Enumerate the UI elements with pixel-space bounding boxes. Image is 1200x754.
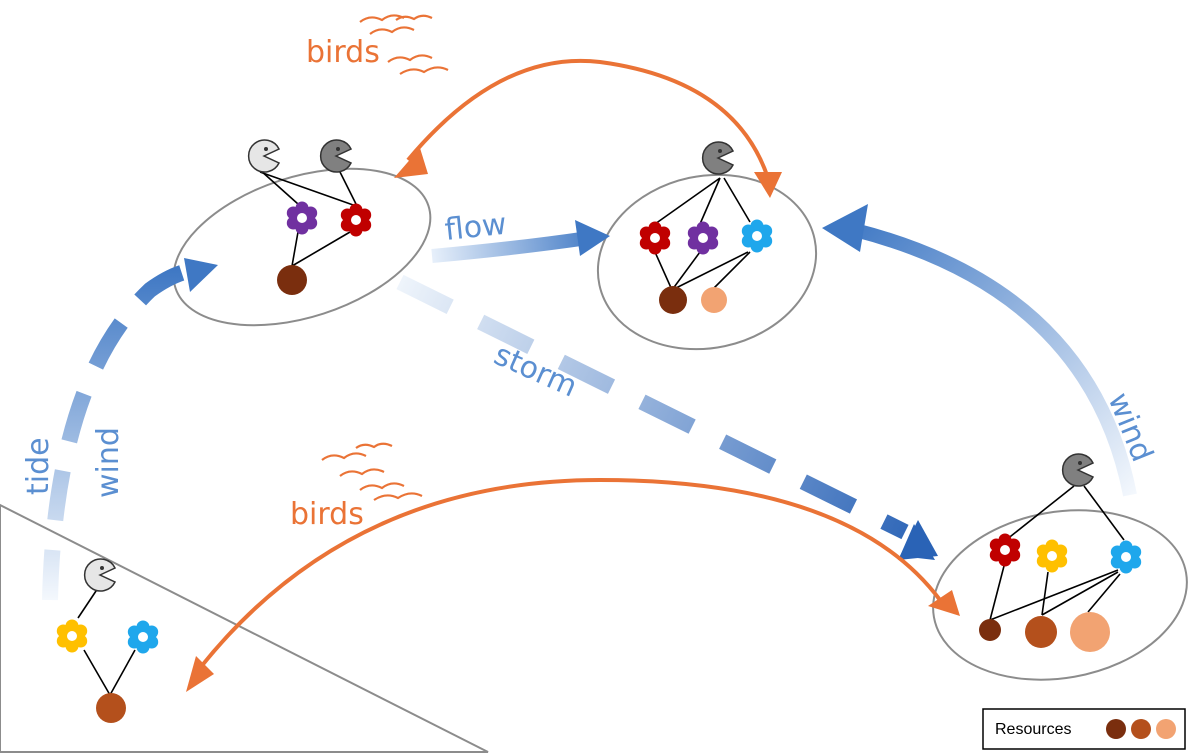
predator-dark-icon: [319, 139, 353, 173]
label-birds-bottom: birds: [290, 497, 364, 532]
food-web-links-island: [77, 587, 136, 696]
label-wind-left: wind: [91, 427, 126, 498]
habitat-patch-center: [596, 173, 818, 351]
wind-right-arrow: [822, 204, 1137, 497]
resource-circle-dark: [659, 286, 687, 314]
flower-blue-icon: [741, 219, 773, 253]
legend-resource-dark: [1106, 719, 1126, 739]
birds-bottom-arrow: [186, 477, 960, 692]
flower-blue-icon: [127, 620, 159, 654]
label-storm: storm: [489, 337, 583, 404]
resource-circle-light: [701, 287, 727, 313]
legend-resource-mid: [1131, 719, 1151, 739]
habitat-patch-left: [172, 167, 432, 327]
flower-yellow-icon: [1036, 539, 1068, 573]
birds-top-arrow: [394, 58, 782, 198]
food-web-links-left: [259, 169, 357, 267]
resource-circle-light: [1070, 612, 1110, 652]
food-web-links-right: [989, 485, 1125, 621]
legend-box: [982, 708, 1186, 750]
flower-red-icon: [639, 221, 671, 255]
predator-light-icon: [247, 139, 281, 173]
food-web-links-center: [654, 177, 751, 291]
resource-circle-mid: [96, 693, 126, 723]
flower-red-icon: [340, 203, 372, 237]
legend-title: Resources: [995, 721, 1071, 738]
flower-purple-icon: [286, 201, 318, 235]
label-birds-top: birds: [306, 35, 380, 70]
storm-arrow: [396, 274, 938, 560]
resource-circle-dark: [979, 619, 1001, 641]
birds-bottom-icon: [321, 442, 423, 501]
birds-top-icon: [359, 14, 449, 75]
habitat-patch-right: [932, 509, 1188, 681]
flower-yellow-icon: [56, 619, 88, 653]
flower-blue-icon: [1110, 540, 1142, 574]
flower-purple-icon: [687, 221, 719, 255]
predator-dark-icon: [701, 141, 735, 175]
legend: Resources: [982, 708, 1186, 750]
tide-wind-arrow: [42, 258, 218, 601]
legend-resource-light: [1156, 719, 1176, 739]
resource-circle-mid: [1025, 616, 1057, 648]
island-shape: [0, 503, 489, 753]
flower-red-icon: [989, 533, 1021, 567]
label-tide: tide: [21, 437, 56, 495]
predator-dark-icon: [1061, 453, 1095, 487]
resource-circle-dark: [277, 265, 307, 295]
flow-arrow: [431, 220, 610, 263]
label-flow: flow: [443, 207, 508, 248]
predator-light-icon: [83, 558, 117, 592]
